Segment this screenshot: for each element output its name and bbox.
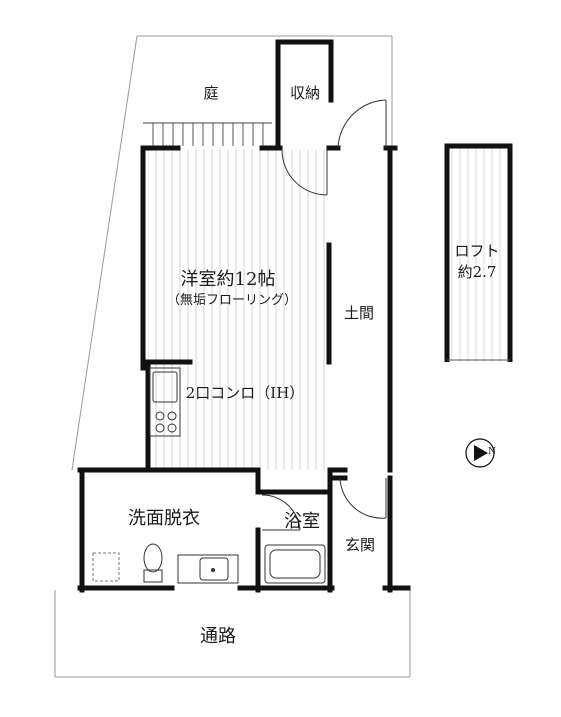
bathroom-label: 浴室 <box>284 511 320 532</box>
north-mark-label: N <box>488 447 496 457</box>
western-room-floor-label: （無垢フローリング） <box>166 293 298 308</box>
room-door <box>281 149 328 196</box>
western-room-label: 洋室約12帖 <box>180 269 276 290</box>
loft-label-line2: 約2.7 <box>457 263 497 281</box>
storage-door <box>337 99 387 149</box>
kitchen-counter <box>149 367 181 437</box>
bath-door <box>261 494 301 531</box>
western-room-floor <box>148 150 328 470</box>
washing-machine-space <box>92 552 120 582</box>
storage-label: 収納 <box>289 84 321 102</box>
bathtub <box>264 544 326 584</box>
wash-basin <box>177 554 239 584</box>
washroom-label: 洗面脱衣 <box>128 508 200 529</box>
toilet <box>143 543 163 583</box>
north-arrow-icon <box>465 438 495 468</box>
deck-step <box>143 122 272 146</box>
doma-label: 土間 <box>343 304 375 322</box>
loft <box>444 143 513 362</box>
entrance-door <box>339 477 387 519</box>
passage-label: 通路 <box>200 626 236 647</box>
loft-label-line1: ロフト <box>454 242 500 260</box>
walls <box>77 39 411 593</box>
garden-label: 庭 <box>203 84 219 102</box>
stove-label: 2口コンロ（IH） <box>185 384 305 402</box>
entrance-label: 玄関 <box>344 536 376 554</box>
site-boundary <box>54 35 411 678</box>
